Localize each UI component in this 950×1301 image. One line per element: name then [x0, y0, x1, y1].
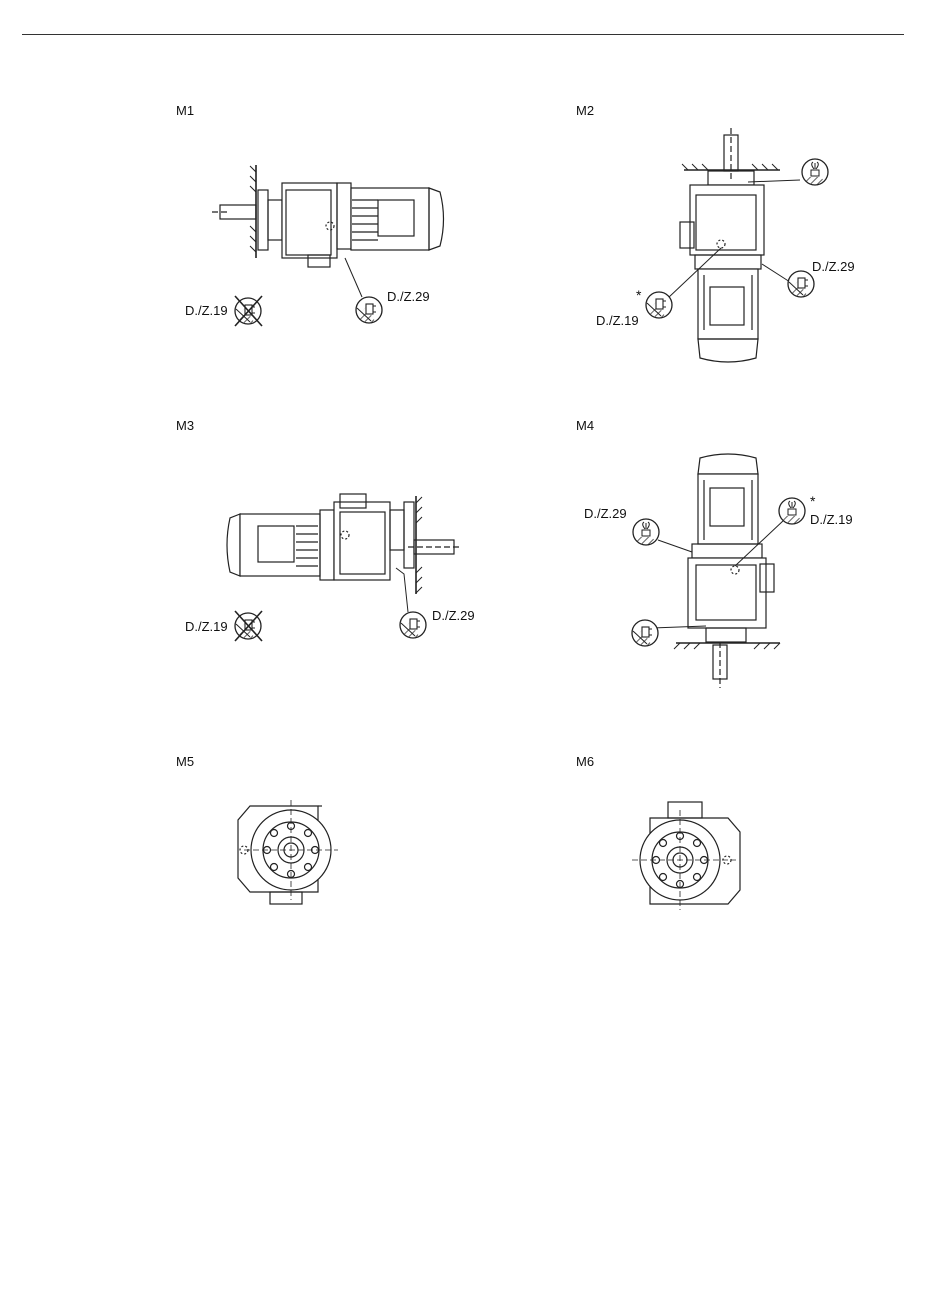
m5-drawing [238, 800, 338, 904]
m1-callout-oil-level: D./Z.29 [387, 289, 430, 304]
m6-drawing [632, 802, 740, 910]
m1-drain-crossed-icon [235, 296, 262, 326]
position-label-m1: M1 [176, 103, 194, 118]
m1-drawing [212, 165, 444, 297]
m3-callout-drain: D./Z.19 [185, 619, 228, 634]
m2-oil-level-icon [788, 271, 814, 297]
m2-drain-icon [646, 292, 672, 318]
m2-callout-oil-level: D./Z.29 [812, 259, 855, 274]
m1-oil-level-icon [356, 297, 382, 323]
m4-asterisk-marker: * [810, 493, 815, 509]
m2-vent-icon [802, 159, 828, 185]
position-label-m3: M3 [176, 418, 194, 433]
m4-drawing [652, 454, 784, 688]
m2-asterisk-marker: * [636, 287, 641, 303]
m1-callout-drain: D./Z.19 [185, 303, 228, 318]
m3-oil-level-icon [400, 612, 426, 638]
m4-vent-icon [633, 519, 659, 545]
m3-drain-crossed-icon [235, 611, 262, 641]
m4-callout-drain: D./Z.19 [810, 512, 853, 527]
m2-callout-drain: D./Z.19 [596, 313, 639, 328]
m3-drawing [227, 494, 462, 612]
m4-vent-icon-2 [779, 498, 805, 524]
position-label-m5: M5 [176, 754, 194, 769]
position-label-m4: M4 [576, 418, 594, 433]
m3-callout-oil-level: D./Z.29 [432, 608, 475, 623]
m4-oil-level-icon [632, 620, 658, 646]
position-label-m6: M6 [576, 754, 594, 769]
m2-drawing [668, 128, 800, 362]
position-label-m2: M2 [576, 103, 594, 118]
m4-callout-oil-level: D./Z.29 [584, 506, 627, 521]
